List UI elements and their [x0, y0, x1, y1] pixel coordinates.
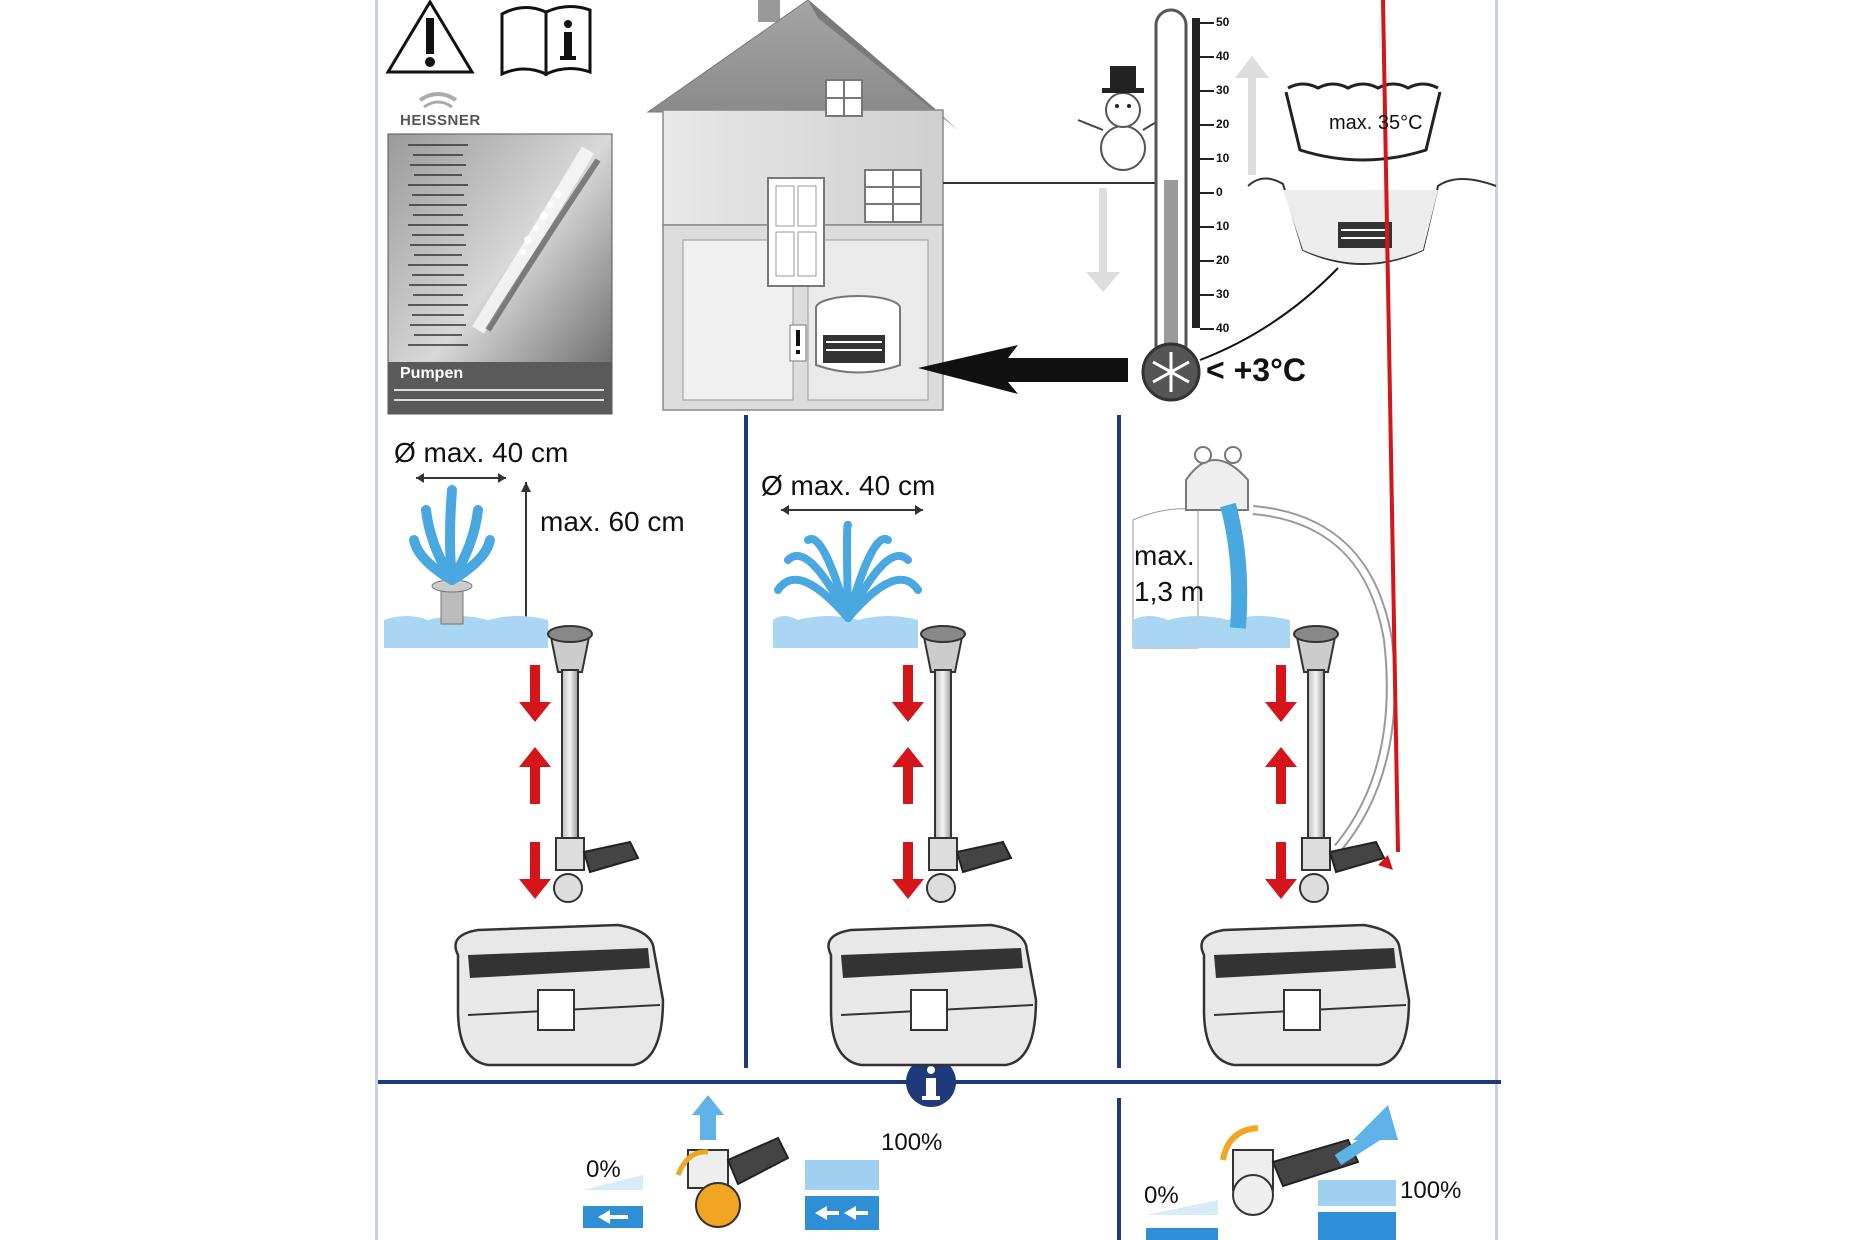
- panel-2-fountain: [773, 505, 923, 648]
- thermometer-tick: 30: [1216, 83, 1230, 97]
- thermometer-tick: 30: [1216, 287, 1230, 301]
- info-icon: [906, 1057, 956, 1107]
- thermometer-tick: 0: [1216, 185, 1223, 199]
- panel-1-fountain: [384, 473, 548, 648]
- panel-1-height: max. 60 cm: [540, 506, 685, 537]
- warning-icon: [385, 0, 475, 74]
- panel-3-pump: [1200, 625, 1411, 1067]
- flow-1-min: 0%: [586, 1156, 621, 1183]
- manual-cover: [387, 92, 613, 415]
- thermometer-tick: 20: [1216, 117, 1230, 131]
- thermometer-tick: 40: [1216, 49, 1230, 63]
- instruction-sheet: HEISSNER Pumpen 50 40 30 20 10 0 10 20 3…: [375, 0, 1501, 1240]
- panel-3-height-line2: 1,3 m: [1134, 576, 1205, 607]
- min-temperature: < +3°C: [1206, 352, 1306, 388]
- flow-control-2: [1146, 1105, 1398, 1240]
- snowman-illustration: [1077, 66, 1164, 171]
- thermometer-tick: 40: [1216, 321, 1230, 335]
- flow-1-max: 100%: [881, 1129, 943, 1156]
- manual-info-icon: [500, 5, 592, 77]
- thermometer-illustration: [918, 8, 1339, 402]
- pond-illustration: [1247, 82, 1497, 265]
- thermometer-tick: 20: [1216, 253, 1230, 267]
- panel-3-spitter: [1132, 0, 1400, 870]
- panel-3-height-line1: max.: [1134, 540, 1195, 571]
- thermometer-tick: 10: [1216, 219, 1230, 233]
- manual-brand: HEISSNER: [400, 112, 481, 129]
- house-illustration: [646, 0, 1178, 411]
- flow-2-max: 100%: [1400, 1177, 1462, 1204]
- thermometer-tick: 50: [1216, 15, 1230, 29]
- max-temperature: max. 35°C: [1329, 112, 1423, 134]
- panel-1-diameter: Ø max. 40 cm: [394, 437, 569, 468]
- panel-1-pump: [454, 625, 665, 1067]
- manual-title: Pumpen: [400, 365, 464, 382]
- thermometer-tick: 10: [1216, 151, 1230, 165]
- panel-2-pump: [827, 625, 1038, 1067]
- flow-control-1: [583, 1095, 879, 1230]
- illustration-canvas: [378, 0, 1501, 1240]
- flow-2-min: 0%: [1144, 1182, 1179, 1209]
- panel-2-diameter: Ø max. 40 cm: [761, 470, 936, 501]
